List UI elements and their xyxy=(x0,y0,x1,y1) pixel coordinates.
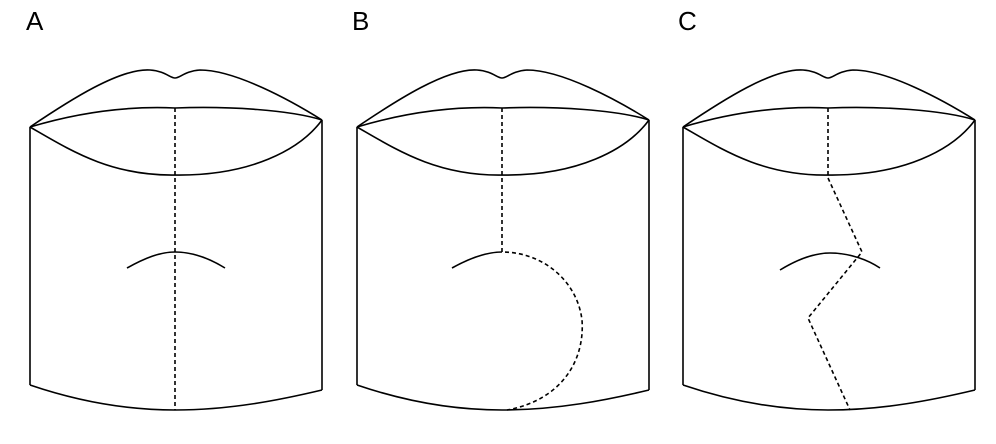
dashed-curved-line xyxy=(501,108,584,411)
curved-incision xyxy=(779,252,881,271)
panel-b xyxy=(356,69,650,411)
lip-outline xyxy=(356,69,650,411)
curved-incision xyxy=(451,251,503,269)
lip-outline xyxy=(682,69,976,411)
dashed-zigzag-line xyxy=(807,108,863,411)
curved-incision xyxy=(126,251,226,269)
panel-c-label: C xyxy=(678,6,697,36)
panel-c xyxy=(682,69,976,411)
panel-a xyxy=(29,69,323,411)
lip-outline xyxy=(29,69,323,411)
panel-a-label: A xyxy=(26,6,44,36)
panel-b-label: B xyxy=(352,6,370,36)
